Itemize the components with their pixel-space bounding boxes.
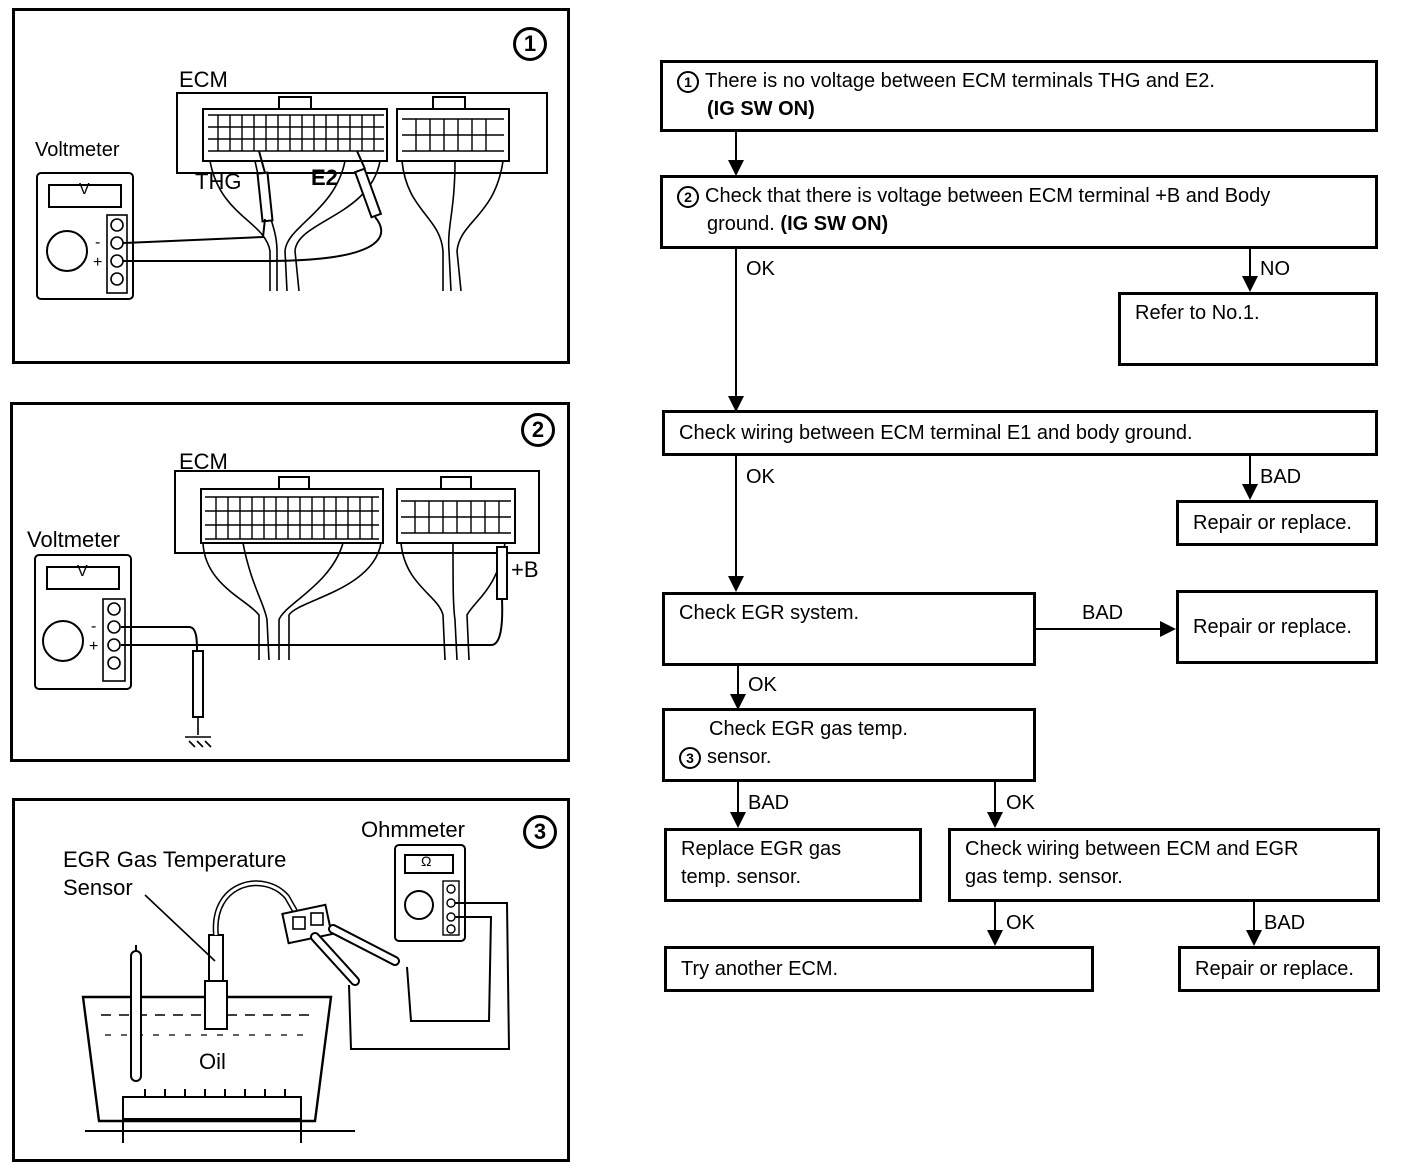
refer-text: Refer to No.1.: [1135, 302, 1260, 324]
pin-e2-label: E2: [311, 165, 338, 190]
label-bad-1: BAD: [1260, 466, 1302, 488]
egr-system-text: Check EGR system.: [679, 602, 860, 624]
flow-check-wiring-egr: Check wiring between ECM and EGR gas tem…: [948, 828, 1380, 902]
replace-sensor-line2: temp. sensor.: [681, 866, 802, 888]
label-ok-1: OK: [746, 258, 775, 280]
repair-2-text: Repair or replace.: [1193, 616, 1352, 638]
svg-text:+: +: [93, 254, 102, 271]
label-ok-2: OK: [746, 466, 775, 488]
label-ok-5: OK: [1006, 912, 1035, 934]
wiring-egr-line1: Check wiring between ECM and EGR: [965, 838, 1299, 860]
panel-3-number: 3: [523, 815, 557, 849]
wiring-egr-line2: gas temp. sensor.: [965, 866, 1123, 888]
pin-thg-label: THG: [195, 169, 242, 194]
step-3-text-2: sensor.: [707, 746, 772, 768]
panel-2-meter-label: Voltmeter: [27, 527, 120, 552]
svg-text:-: -: [91, 618, 96, 635]
sensor-label-line1: EGR Gas Temperature: [63, 847, 287, 872]
flow-repair-1: Repair or replace.: [1176, 500, 1378, 546]
panel-1-meter-label: Voltmeter: [35, 139, 120, 161]
panel-3-meter-symbol: Ω: [421, 853, 432, 869]
panel-2-voltage-check: - + 2 ECM Voltmeter V +B: [10, 402, 570, 762]
flow-replace-sensor: Replace EGR gas temp. sensor.: [664, 828, 922, 902]
panel-1-number: 1: [513, 27, 547, 61]
step-1-text: There is no voltage between ECM terminal…: [705, 70, 1215, 92]
label-no-1: NO: [1260, 258, 1290, 280]
panel-1-meter-symbol: V: [79, 181, 90, 198]
oil-label: Oil: [199, 1049, 226, 1074]
panel-2-illustration: - +: [34, 470, 540, 748]
panel-1-ecm-label: ECM: [179, 67, 228, 92]
flow-check-egr-system: Check EGR system.: [662, 592, 1036, 666]
flow-step-3: Check EGR gas temp. 3 sensor.: [662, 708, 1036, 782]
sensor-label-line2: Sensor: [63, 875, 133, 900]
label-ok-3: OK: [748, 674, 777, 696]
label-ok-4: OK: [1006, 792, 1035, 814]
panel-3-meter-label: Ohmmeter: [361, 817, 465, 842]
flow-try-another-ecm: Try another ECM.: [664, 946, 1094, 992]
label-bad-4: BAD: [1264, 912, 1306, 934]
repair-1-text: Repair or replace.: [1193, 512, 1352, 534]
panel-3-resistance-check: 3 Ohmmeter Ω EGR Gas Temperature Sensor …: [12, 798, 570, 1162]
label-bad-2: BAD: [1082, 602, 1124, 624]
step-2-number: 2: [677, 185, 699, 208]
label-bad-3: BAD: [748, 792, 790, 814]
panel-2-meter-symbol: V: [77, 563, 88, 580]
flow-step-2: 2 Check that there is voltage between ECM…: [660, 175, 1378, 249]
step-1-number: 1: [677, 70, 699, 93]
svg-text:-: -: [95, 234, 100, 251]
flow-repair-3: Repair or replace.: [1178, 946, 1380, 992]
replace-sensor-line1: Replace EGR gas: [681, 838, 842, 860]
panel-3-illustration: [81, 844, 511, 1143]
flow-check-wiring-e1: Check wiring between ECM terminal E1 and…: [662, 410, 1378, 456]
step-2-text-2: ground.: [707, 213, 775, 235]
pin-plus-b-label: +B: [511, 557, 539, 582]
flow-refer-no1: Refer to No.1.: [1118, 292, 1378, 366]
step-3-text: Check EGR gas temp.: [709, 718, 908, 740]
try-ecm-text: Try another ECM.: [681, 958, 839, 980]
wiring-e1-text: Check wiring between ECM terminal E1 and…: [679, 422, 1193, 444]
panel-2-number: 2: [521, 413, 555, 447]
panel-2-ecm-label: ECM: [179, 449, 228, 474]
step-2-text: Check that there is voltage between ECM …: [705, 185, 1271, 207]
repair-3-text: Repair or replace.: [1195, 958, 1354, 980]
step-3-number: 3: [679, 746, 701, 769]
flow-repair-2: Repair or replace.: [1176, 590, 1378, 664]
step-1-condition: (IG SW ON): [707, 98, 815, 120]
panel-1-illustration: - +: [36, 92, 548, 300]
flow-step-1: 1 There is no voltage between ECM termina…: [660, 60, 1378, 132]
svg-text:+: +: [89, 638, 98, 655]
step-2-condition: (IG SW ON): [780, 213, 889, 235]
panel-1-voltage-check: - + 1 ECM Voltmeter V THG E2: [12, 8, 570, 364]
